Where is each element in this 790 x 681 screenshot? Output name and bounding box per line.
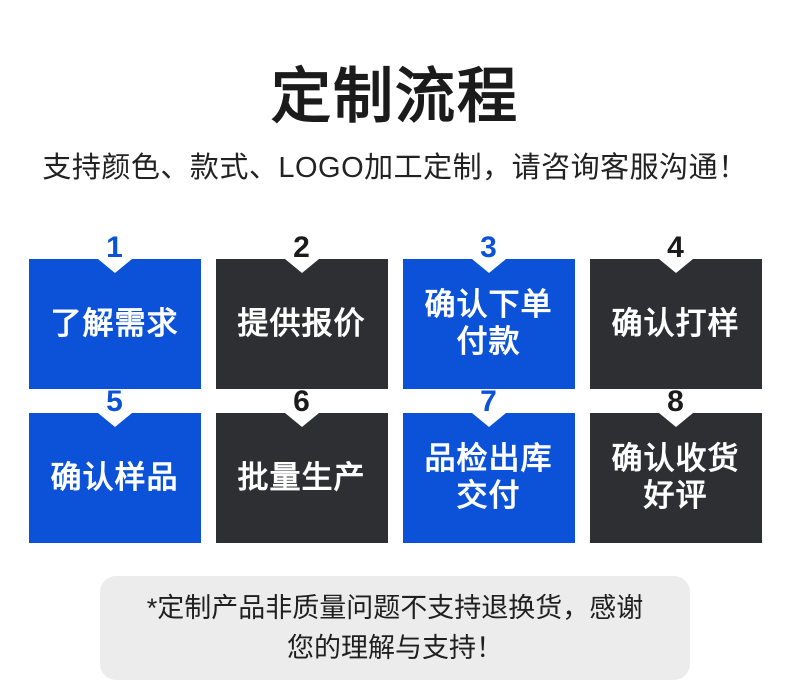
step-card-2: 2 提供报价 — [215, 233, 388, 389]
step-card-8: 8 确认收货 好评 — [589, 387, 762, 543]
notch-arrow-icon — [284, 259, 319, 273]
step-label: 确认收货 好评 — [611, 441, 740, 513]
step-card-1: 1 了解需求 — [28, 233, 201, 389]
step-number: 1 — [106, 231, 123, 264]
step-number: 4 — [667, 231, 684, 264]
step-label: 了解需求 — [50, 305, 179, 341]
notch-arrow-icon — [471, 413, 506, 427]
step-number: 5 — [106, 385, 123, 418]
notch-arrow-icon — [658, 259, 693, 273]
notch-arrow-icon — [658, 413, 693, 427]
step-number: 6 — [293, 385, 310, 418]
step-label: 确认样品 — [50, 459, 179, 495]
notch-arrow-icon — [284, 413, 319, 427]
footer-note: *定制产品非质量问题不支持退换货，感谢 您的理解与支持！ — [100, 576, 690, 680]
step-label: 确认下单 付款 — [424, 287, 553, 359]
section-subtitle: 支持颜色、款式、LOGO加工定制，请咨询客服沟通！ — [42, 152, 748, 184]
notch-arrow-icon — [97, 413, 132, 427]
section-title: 定制流程 — [271, 63, 519, 130]
notch-arrow-icon — [97, 259, 132, 273]
step-number: 3 — [480, 231, 497, 264]
step-card-5: 5 确认样品 — [28, 387, 201, 543]
step-card-4: 4 确认打样 — [589, 233, 762, 389]
notch-arrow-icon — [471, 259, 506, 273]
step-label: 确认打样 — [611, 305, 740, 341]
step-number: 8 — [667, 385, 684, 418]
step-label: 批量生产 — [237, 459, 366, 495]
step-card-3: 3 确认下单 付款 — [402, 233, 575, 389]
step-card-6: 6 批量生产 — [215, 387, 388, 543]
step-label: 提供报价 — [237, 305, 366, 341]
step-card-7: 7 品检出库 交付 — [402, 387, 575, 543]
steps-grid: 1 了解需求 2 提供报价 3 确认下单 付款 4 确认打样 5 确认样品 6 — [0, 233, 790, 543]
step-label: 品检出库 交付 — [424, 441, 553, 513]
step-number: 2 — [293, 231, 310, 264]
step-number: 7 — [480, 385, 497, 418]
